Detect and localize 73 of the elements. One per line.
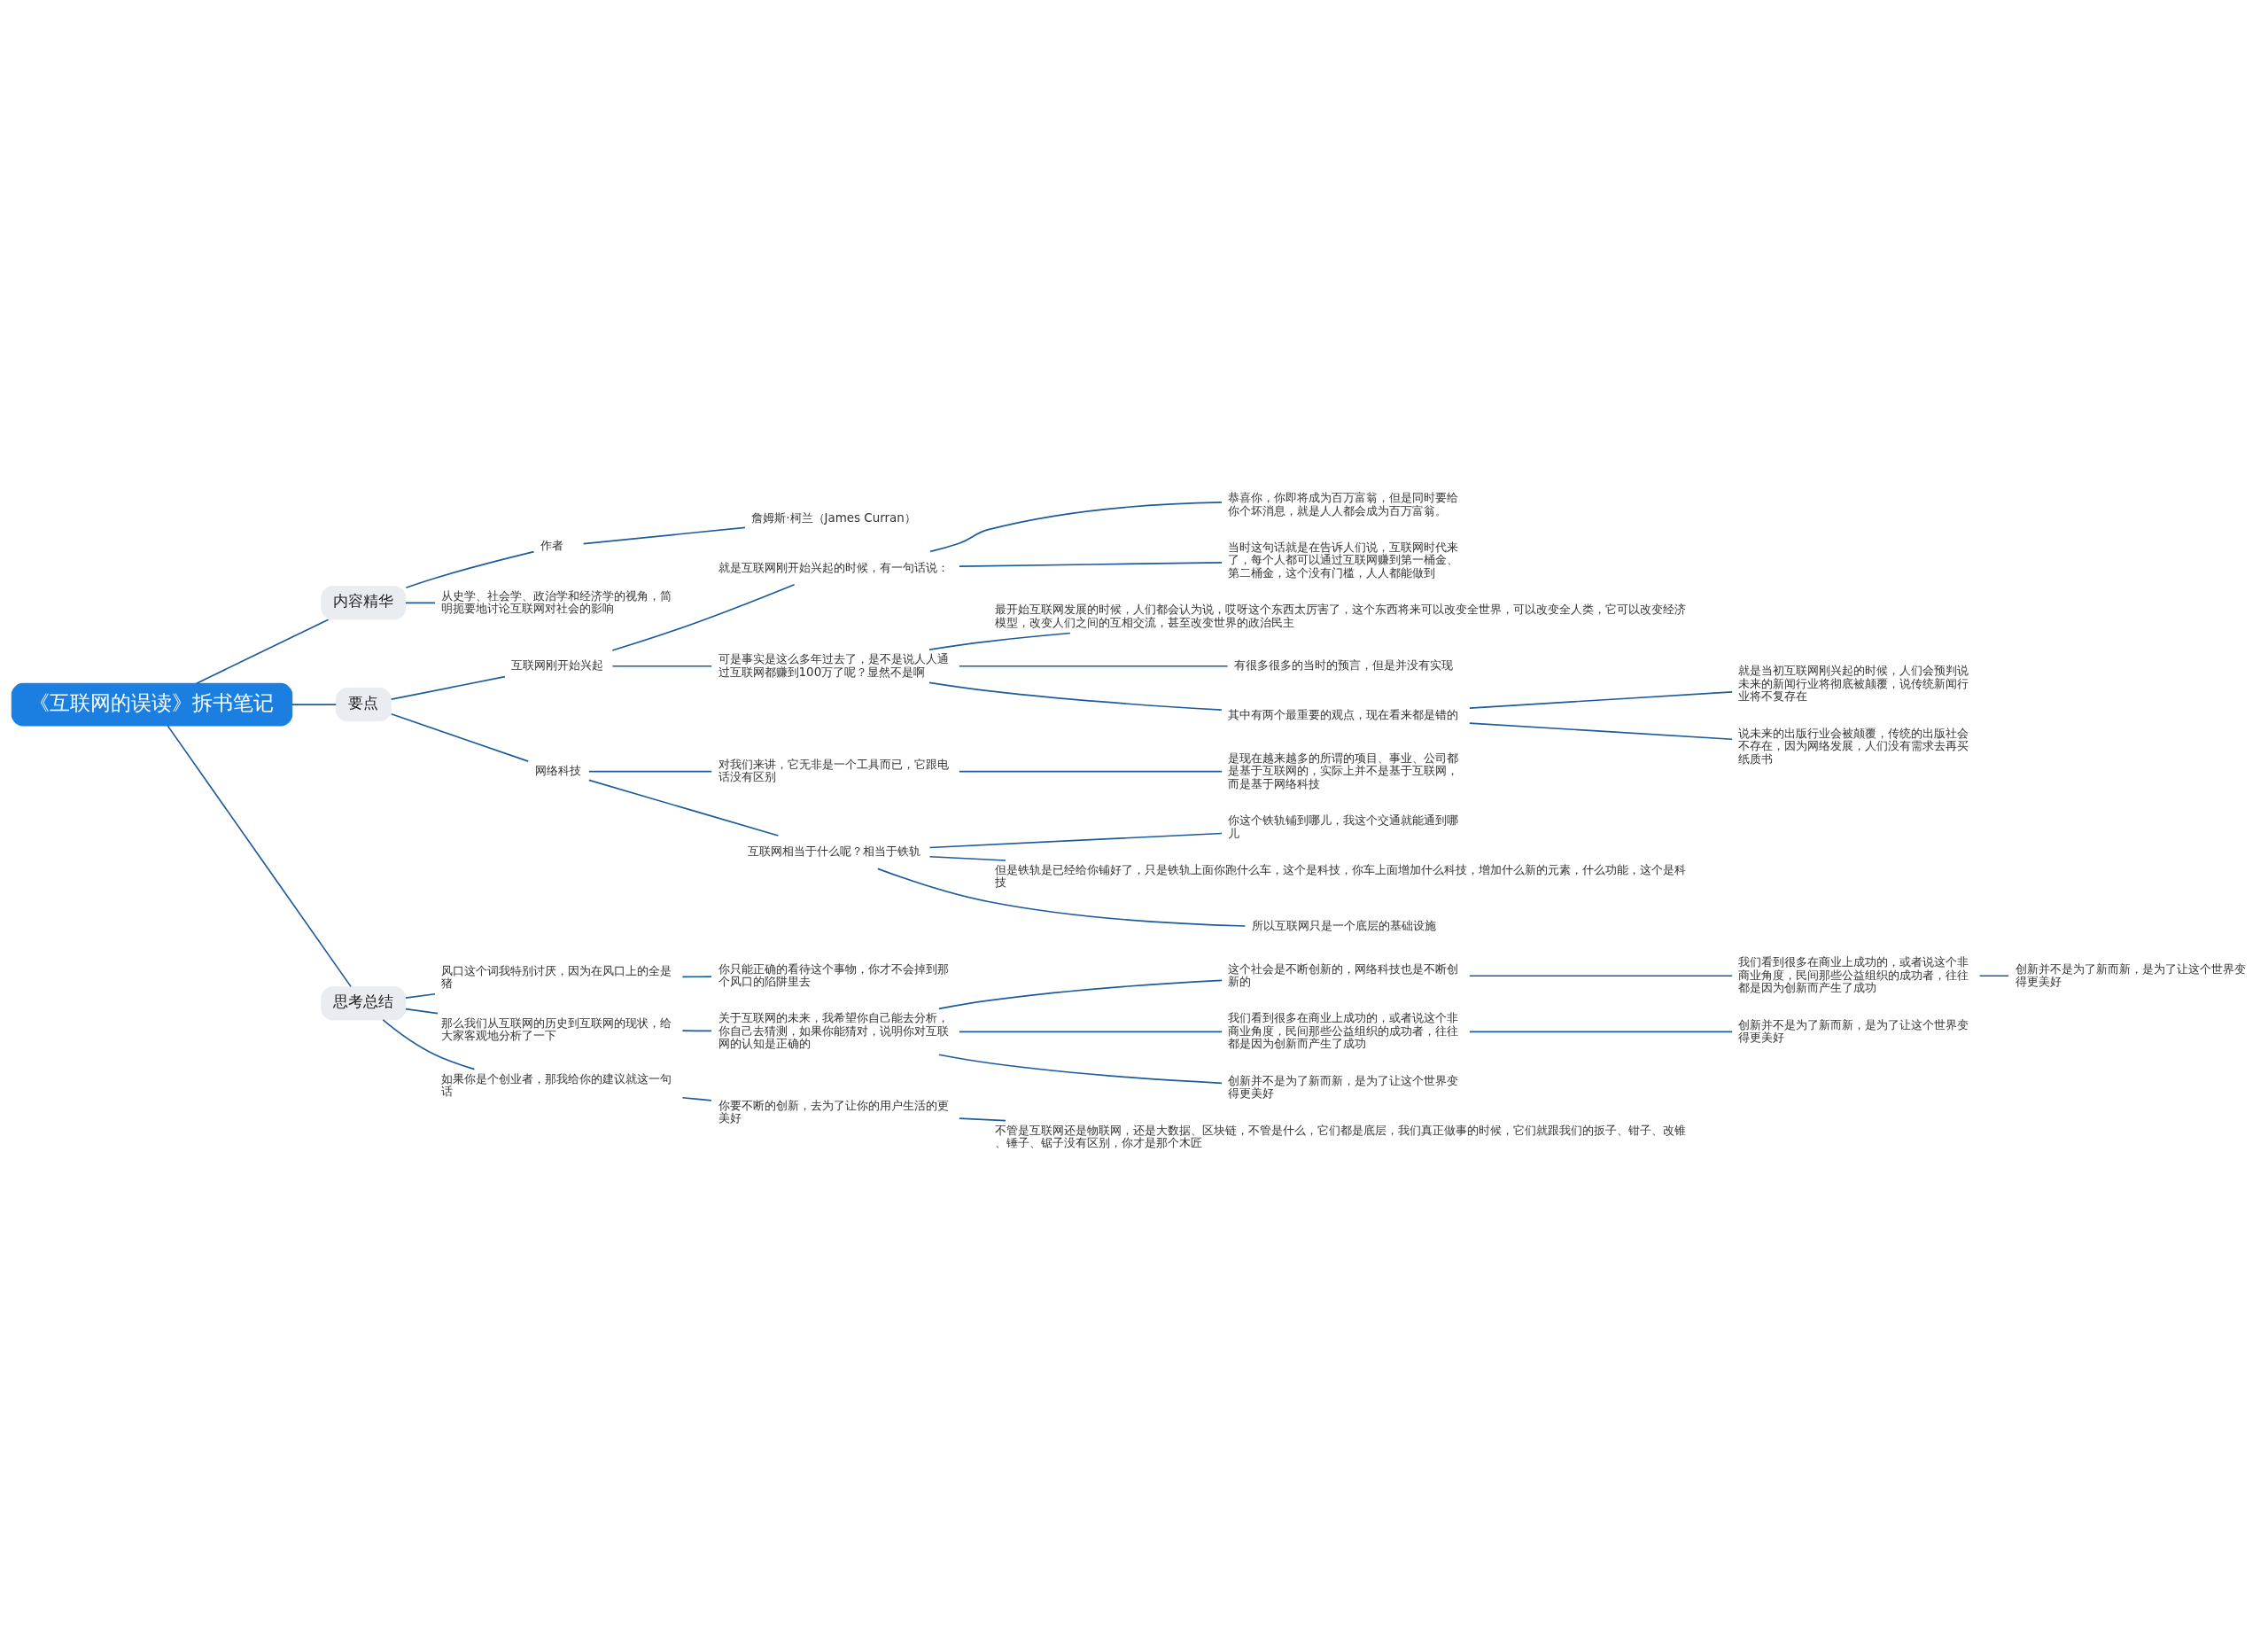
connector [938, 1054, 1223, 1085]
connector [582, 526, 746, 545]
connector [1469, 722, 1733, 741]
node-text: 最开始互联网发展的时候，人们都会认为说，哎呀这个东西太厉害了，这个东西将来可以改变全世界，可以改变全人类，它可以改变经济模型，改变人们之间的互相交流，甚至改变世界的政治民主 [994, 603, 1686, 629]
node-box: 内容精华 [321, 586, 407, 620]
node-text: 詹姆斯·柯兰（James Curran） [751, 510, 916, 525]
node-box: 《互联网的误读》拆书笔记 [11, 682, 293, 727]
node-text: 创新并不是为了新而新，是为了让这个世界变得更美好 [1738, 1017, 1969, 1045]
connector [1978, 975, 2009, 977]
node-text: 但是铁轨是已经给你铺好了，只是铁轨上面你跑什么车，这个是科技，你车上面增加什么科技，增加什么新的元素，什么功能，这个是科技 [994, 862, 1686, 890]
connector [681, 976, 712, 978]
connector [588, 779, 780, 837]
node-text: 可是事实是这么多年过去了，是不是说人人通过互联网都赚到100万了呢？显然不是啊 [718, 652, 949, 679]
node-text: 我们看到很多在商业上成功的，或者说这个非商业角度，民间那些公益组织的成功者，往往都是因为创新而产生了成功 [1228, 1011, 1459, 1051]
node-text: 这个社会是不断创新的，网络科技也是不断创新的 [1228, 961, 1459, 989]
node-text: 如果你是个创业者，那我给你的建议就这一句话 [441, 1071, 672, 1099]
node-text: 所以互联网只是一个底层的基础设施 [1251, 918, 1436, 932]
node-text: 风口这个词我特别讨厌，因为在风口上的全是猪 [441, 963, 672, 991]
node-text: 互联网相当于什么呢？相当于铁轨 [747, 844, 920, 859]
node-text: 当时这句话就是在告诉人们说，互联网时代来了，每个人都可以通过互联网赚到第一桶金、第二桶金，这个没有门槛，人人都能做到 [1228, 540, 1459, 580]
connector [928, 681, 1223, 711]
connector [405, 1008, 439, 1015]
connector [928, 632, 1071, 650]
node-text: 互联网刚开始兴起 [511, 658, 604, 673]
connector [928, 832, 1223, 849]
node-text: 那么我们从互联网的历史到互联网的现状，给大家客观地分析了一下 [441, 1016, 672, 1043]
node-text: 有很多很多的当时的预言，但是并没有实现 [1234, 658, 1454, 673]
connector [405, 992, 436, 999]
connector [959, 665, 1229, 667]
node-text: 从史学、社会学、政治学和经济学的视角，简明扼要地讨论互联网对社会的影响 [441, 588, 672, 616]
connector [291, 704, 338, 705]
connector [588, 770, 713, 773]
connector [959, 1031, 1223, 1033]
connector [877, 868, 1247, 927]
connector [390, 712, 530, 762]
node-box: 要点 [335, 688, 392, 722]
connector [611, 665, 712, 667]
connector [405, 602, 436, 604]
node-text: 恭喜你，你即将成为百万富翁，但是同时要给你个坏消息，就是人人都会成为百万富翁。 [1228, 491, 1459, 518]
node-text: 就是当初互联网刚兴起的时候，人们会预判说未来的新闻行业将彻底被颠覆，说传统新闻行业将不复存在 [1738, 664, 1969, 704]
connector [1469, 1031, 1733, 1033]
node-text: 我们看到很多在商业上成功的，或者说这个非商业角度，民间那些公益组织的成功者，往往都是因为创新而产生了成功 [1738, 955, 1969, 995]
connector [959, 770, 1223, 773]
node-text: 就是互联网刚开始兴起的时候，有一句话说： [718, 560, 949, 574]
node-text: 是现在越来越多的所谓的项目、事业、公司都是基于互联网的，实际上并不是基于互联网，而是基于网络科技 [1228, 751, 1459, 790]
node-text: 网络科技 [534, 764, 581, 778]
connector [681, 1030, 712, 1032]
connector [681, 1096, 712, 1101]
node-text: 你只能正确的看待这个事物，你才不会掉到那个风口的陷阱里去 [718, 961, 949, 989]
node-text: 不管是互联网还是物联网，还是大数据、区块链，不管是什么，它们都是底层，我们真正做事的时候，它们就跟我们的扳子、钳子、改锥、锤子、锯子没有区别，你才是那个木匠 [994, 1123, 1686, 1149]
connector [938, 979, 1223, 1010]
node-text: 你这个铁轨铺到哪儿，我这个交通就能通到哪儿 [1228, 813, 1459, 840]
connector [1469, 691, 1733, 709]
node-text: 其中有两个最重要的观点，现在看来都是错的 [1228, 708, 1459, 722]
connector [1469, 975, 1733, 977]
node-text: 说未来的出版行业会被颠覆，传统的出版社会不存在，因为网络发展，人们没有需求去再买纸质书 [1738, 726, 1969, 766]
node-text: 创新并不是为了新而新，是为了让这个世界变得更美好 [2015, 961, 2246, 989]
connector [196, 619, 330, 685]
connector [929, 502, 1223, 553]
node-text: 对我们来讲，它无非是一个工具而已，它跟电话没有区别 [718, 757, 949, 784]
connector [611, 583, 796, 651]
connector [390, 675, 506, 700]
node-box: 思考总结 [321, 986, 407, 1021]
connector [928, 855, 1006, 861]
connector [959, 562, 1223, 567]
connector [382, 1019, 476, 1070]
connector [405, 550, 535, 589]
node-text: 作者 [540, 538, 563, 552]
connector [959, 1117, 1006, 1122]
connector [167, 725, 352, 988]
node-text: 你要不断的创新，去为了让你的用户生活的更美好 [718, 1098, 949, 1125]
node-text: 创新并不是为了新而新，是为了让这个世界变得更美好 [1228, 1073, 1459, 1101]
node-text: 关于互联网的未来，我希望你自己能去分析，你自己去猜测，如果你能猜对，说明你对互联网的认知是正确的 [718, 1011, 949, 1051]
